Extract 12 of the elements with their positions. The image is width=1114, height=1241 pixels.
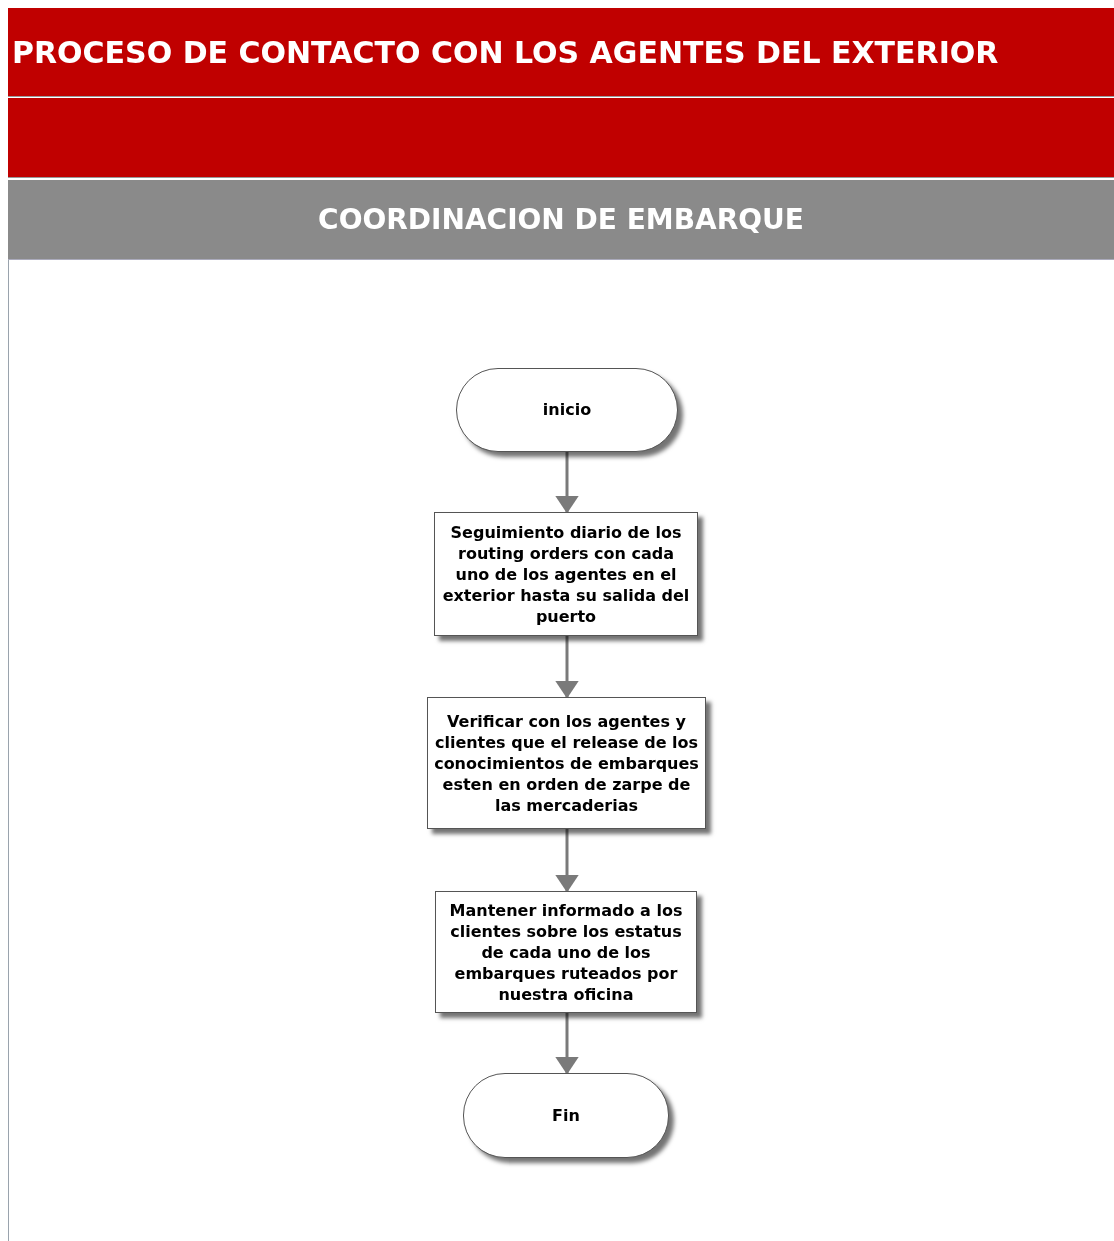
process-box: Mantener informado a los clientes sobre los estatus de cada uno de los embarques ruteados por nuestra oficina <box>435 891 697 1013</box>
arrow <box>555 452 579 514</box>
arrow <box>555 829 579 893</box>
process-box: Seguimiento diario de los routing orders con cada uno de los agentes en el exterior hasta su salida del puerto <box>434 512 698 636</box>
arrow <box>555 1013 579 1075</box>
header-band: PROCESO DE CONTACTO CON LOS AGENTES DEL EXTERIOR <box>8 8 1114 97</box>
process-box: Verificar con los agentes y clientes que el release de los conocimientos de embarques esten en orden de zarpe de las mercaderias <box>427 697 706 829</box>
terminator-pill: Fin <box>463 1073 669 1158</box>
arrow <box>555 636 579 699</box>
header-band <box>8 98 1114 178</box>
terminator-pill: inicio <box>456 368 678 452</box>
section-band: COORDINACION DE EMBARQUE <box>8 180 1114 260</box>
